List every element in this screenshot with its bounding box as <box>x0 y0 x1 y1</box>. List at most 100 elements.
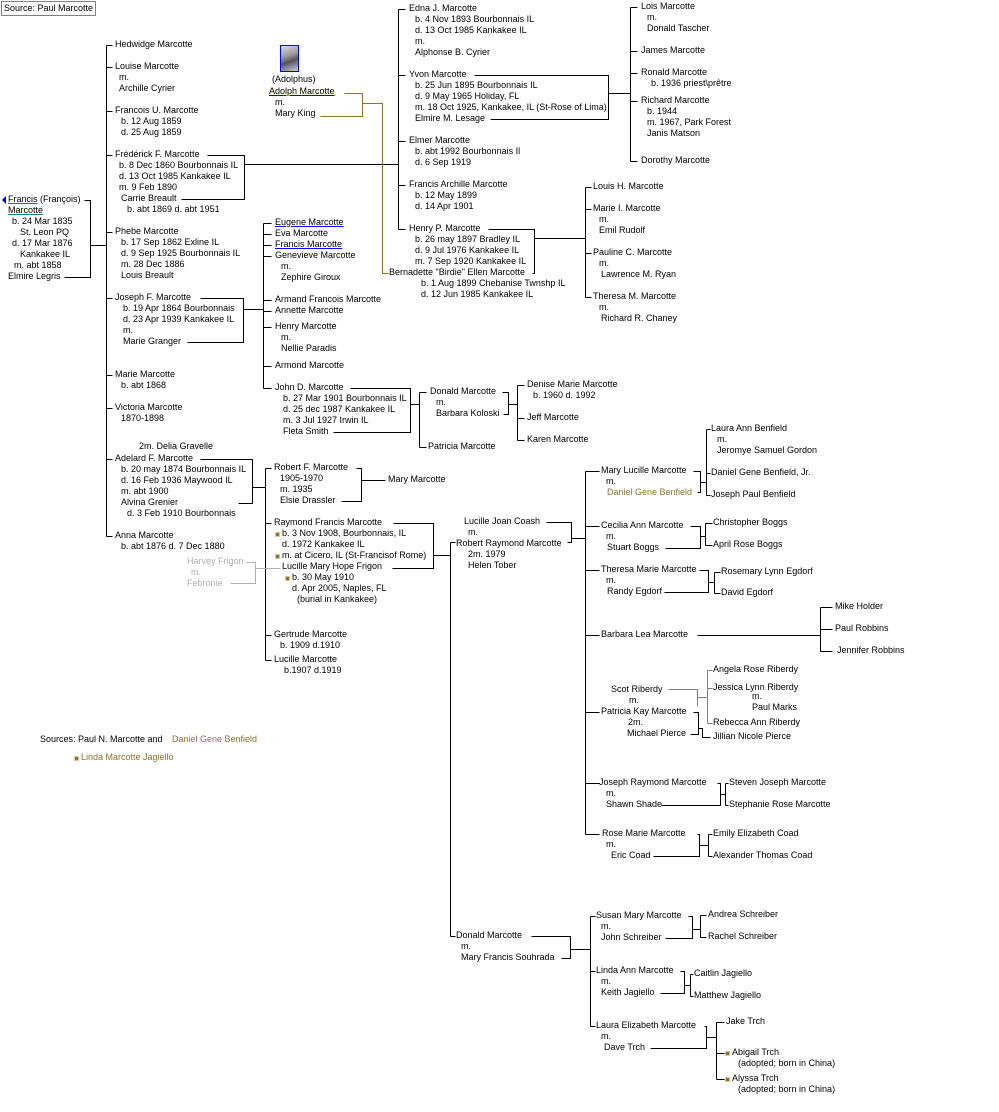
person-detail: d. 6 Sep 1919 <box>415 157 471 168</box>
person-name: Mary Lucille Marcotte <box>601 465 687 476</box>
person-detail: (adopted; born in China) <box>738 1058 835 1069</box>
note-bullet-icon[interactable] <box>725 1077 730 1082</box>
person-name: Pauline C. Marcotte <box>593 247 672 258</box>
person-name: Harvey Frigon <box>187 556 244 567</box>
person-name: Joseph Raymond Marcotte <box>599 777 707 788</box>
person-detail: Janis Matson <box>647 128 700 139</box>
person-detail: 1905-1970 <box>280 473 323 484</box>
person-detail: d. 25 Aug 1859 <box>121 127 182 138</box>
person-detail: 1870-1898 <box>121 413 164 424</box>
person-detail: Keith Jagiello <box>601 987 655 998</box>
person-detail: b. 25 Jun 1895 Bourbonnais IL <box>415 80 538 91</box>
person-detail: John Schreiber <box>601 932 662 943</box>
line-text: d. 17 Mar 1876 <box>12 238 73 248</box>
line-text: Louise Marcotte <box>115 61 180 71</box>
person-detail: b. 26 may 1897 Bradley IL <box>415 234 520 245</box>
person-name: Sources: Paul N. Marcotte and <box>40 734 163 745</box>
person-name: Jake Trch <box>726 1016 765 1027</box>
person-detail: d. 14 Apr 1901 <box>415 201 474 212</box>
family-connector-line <box>181 9 406 230</box>
person-name: Rose Marie Marcotte <box>602 828 686 839</box>
line-text: Laura Ann Benfield <box>711 423 788 433</box>
person-name: Steven Joseph Marcotte <box>729 777 826 788</box>
person-detail: m. <box>606 788 616 799</box>
family-connector-line <box>697 607 833 652</box>
line-text: Lucille Marcotte <box>274 654 338 664</box>
person-detail: m. 28 Dec 1886 <box>121 259 185 270</box>
person-detail: Robert Raymond Marcotte <box>456 538 562 549</box>
line-text: Susan Mary Marcotte <box>596 910 682 920</box>
line-text: Lucille Joan Coash <box>464 516 541 526</box>
line-text: Hedwidge Marcotte <box>115 39 193 49</box>
note-bullet-icon[interactable] <box>275 532 280 537</box>
family-connector-line <box>665 523 713 549</box>
line-text: m. <box>647 12 657 22</box>
line-text: Adelard F. Marcotte <box>115 453 194 463</box>
person-name: Robert F. Marcotte <box>274 462 348 473</box>
family-connector-line <box>502 385 525 441</box>
person-link[interactable]: Adolph Marcotte <box>269 86 335 97</box>
line-text: b. abt 1876 d. 7 Dec 1880 <box>121 541 225 551</box>
line-text[interactable]: Francis <box>8 194 38 204</box>
person-detail: Richard R. Chaney <box>601 313 677 324</box>
line-text: (Adolphus) <box>272 74 316 84</box>
line-text: m. <box>606 476 616 486</box>
line-text: m. <box>601 1031 611 1041</box>
line-text: Shawn Shade <box>606 799 663 809</box>
line-text: m. <box>461 941 471 951</box>
person-name: Marie I. Marcotte <box>593 203 661 214</box>
line-text: d. 9 Jul 1976 Kankakee IL <box>415 245 520 255</box>
line-text: Anna Marcotte <box>115 530 174 540</box>
person-link[interactable]: Eugene Marcotte <box>275 217 344 228</box>
person-name: Rachel Schreiber <box>708 931 777 942</box>
person-detail: m. <box>281 332 291 343</box>
line-text: Linda Ann Marcotte <box>596 965 674 975</box>
line-text: b.1907 d.1919 <box>284 665 342 675</box>
line-text[interactable]: Francis Marcotte <box>275 239 343 249</box>
line-text: m. <box>436 397 446 407</box>
person-detail: (burial in Kankakee) <box>297 594 377 605</box>
person-detail: m. abt 1858 <box>14 260 62 271</box>
person-name: Cecilia Ann Marcotte <box>601 520 684 531</box>
person-link[interactable]: Francis Marcotte <box>275 239 342 250</box>
line-text[interactable]: Marcotte <box>8 205 44 215</box>
line-text: Richard Marcotte <box>641 95 710 105</box>
person-detail: Donald Tascher <box>647 23 709 34</box>
note-bullet-icon[interactable] <box>725 1051 730 1056</box>
family-connector-line <box>230 562 281 584</box>
line-text: Jake Trch <box>726 1016 766 1026</box>
note-bullet-icon[interactable] <box>275 554 280 559</box>
person-detail: Eric Coad <box>611 850 651 861</box>
person-name: John D. Marcotte <box>275 382 344 393</box>
person-detail: d. 23 Apr 1939 Kankakee IL <box>123 314 234 325</box>
line-text: m. at Cicero, IL (St-Francisof Rome) <box>282 550 427 560</box>
person-detail: b. 4 Nov 1893 Bourbonnais IL <box>415 14 534 25</box>
note-bullet-icon[interactable] <box>285 576 290 581</box>
person-link[interactable]: Marcotte <box>8 205 43 216</box>
line-text: b. 8 Dec 1860 Bourbonnais IL <box>119 160 239 170</box>
line-text: d. 9 May 1965 Holiday, FL <box>415 91 520 101</box>
person-detail: b. abt 1992 Bourbonnais Il <box>415 146 520 157</box>
back-arrow-icon[interactable] <box>2 196 6 204</box>
person-detail: m. <box>599 258 609 269</box>
line-text: m. <box>752 691 762 701</box>
portrait-photo-icon[interactable] <box>280 45 299 72</box>
line-text: Louis Breault <box>121 270 174 280</box>
line-text[interactable]: Adolph Marcotte <box>269 86 335 96</box>
family-connector-line <box>653 834 713 857</box>
person-detail: m. at Cicero, IL (St-Francisof Rome) <box>275 550 427 561</box>
person-name: Henry P. Marcotte <box>409 223 480 234</box>
person-name: Victoria Marcotte <box>115 402 182 413</box>
note-bullet-icon[interactable] <box>74 756 79 761</box>
family-connector-line <box>488 187 592 298</box>
person-name: Laura Ann Benfield <box>711 423 787 434</box>
line-text: Elmer Marcotte <box>409 135 471 145</box>
person-detail: Randy Egdorf <box>607 586 662 597</box>
person-name: James Marcotte <box>641 45 705 56</box>
line-text: d. 25 dec 1987 Kankakee IL <box>283 404 396 414</box>
person-detail: Paul Marks <box>752 702 797 713</box>
person-link[interactable]: Francis <box>8 194 38 205</box>
person-detail: b. abt 1869 d. abt 1951 <box>127 204 220 215</box>
line-text: John Schreiber <box>601 932 662 942</box>
line-text[interactable]: Eugene Marcotte <box>275 217 344 227</box>
